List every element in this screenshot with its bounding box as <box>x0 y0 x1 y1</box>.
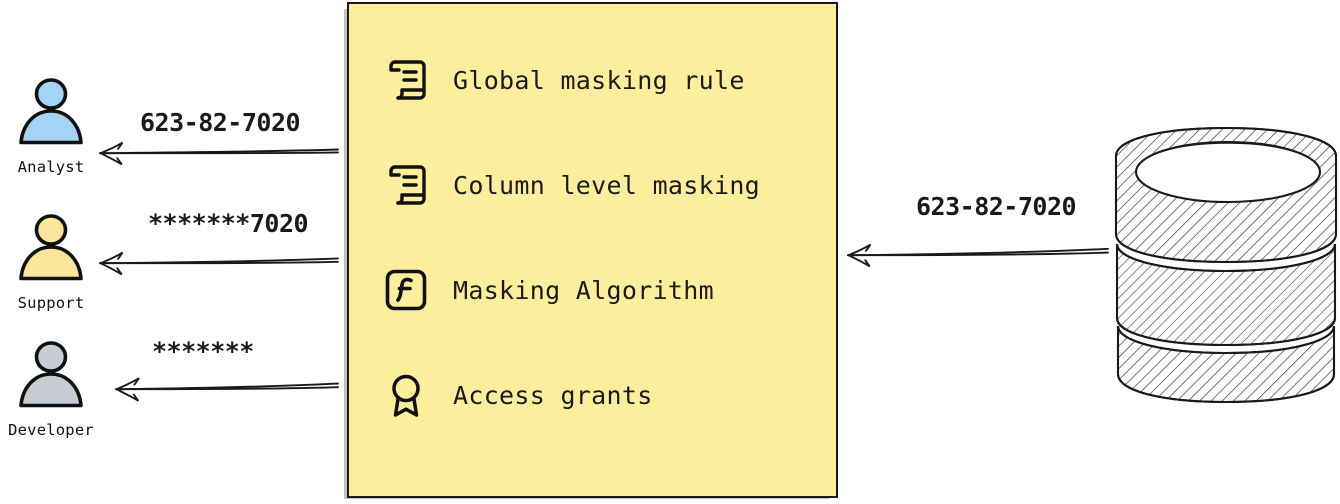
rule-label: Global masking rule <box>453 65 745 95</box>
flow-value-source: 623-82-7020 <box>916 192 1077 221</box>
arrow-left-icon-support <box>99 251 339 276</box>
flow-value-support: *******7020 <box>148 209 309 238</box>
arrow-left-icon-developer <box>115 377 339 402</box>
rule-label: Masking Algorithm <box>453 275 714 305</box>
actor-analyst[interactable]: Analyst <box>0 78 106 176</box>
masking-policy-card: Global masking rule Column level mas <box>347 2 838 498</box>
person-icon-support <box>19 214 83 281</box>
actor-developer[interactable]: Developer <box>0 341 106 439</box>
scroll-document-icon <box>381 160 431 210</box>
person-icon-developer <box>19 341 83 408</box>
database-ring-top <box>1114 126 1338 264</box>
actor-label: Developer <box>8 421 94 439</box>
database-cylinder-icon[interactable] <box>1112 126 1340 404</box>
actor-label: Support <box>17 294 85 312</box>
scroll-document-icon <box>381 55 431 105</box>
rule-row-column-level-masking[interactable]: Column level masking <box>381 157 821 213</box>
rule-row-masking-algorithm[interactable]: Masking Algorithm <box>381 262 821 318</box>
flow-value-developer: ******* <box>152 337 254 366</box>
person-icon-analyst <box>19 78 83 145</box>
arrow-left-icon-source <box>847 243 1109 268</box>
rule-row-global-masking[interactable]: Global masking rule <box>381 52 821 108</box>
award-ribbon-icon <box>381 370 431 420</box>
rule-list: Global masking rule Column level mas <box>381 52 821 423</box>
rule-label: Column level masking <box>453 170 761 200</box>
flow-value-analyst: 623-82-7020 <box>140 108 301 137</box>
rule-row-access-grants[interactable]: Access grants <box>381 367 821 423</box>
rule-label: Access grants <box>453 380 653 410</box>
function-box-icon <box>381 265 431 315</box>
arrow-left-icon-analyst <box>99 141 339 166</box>
actor-support[interactable]: Support <box>0 214 106 312</box>
actor-label: Analyst <box>17 158 85 176</box>
